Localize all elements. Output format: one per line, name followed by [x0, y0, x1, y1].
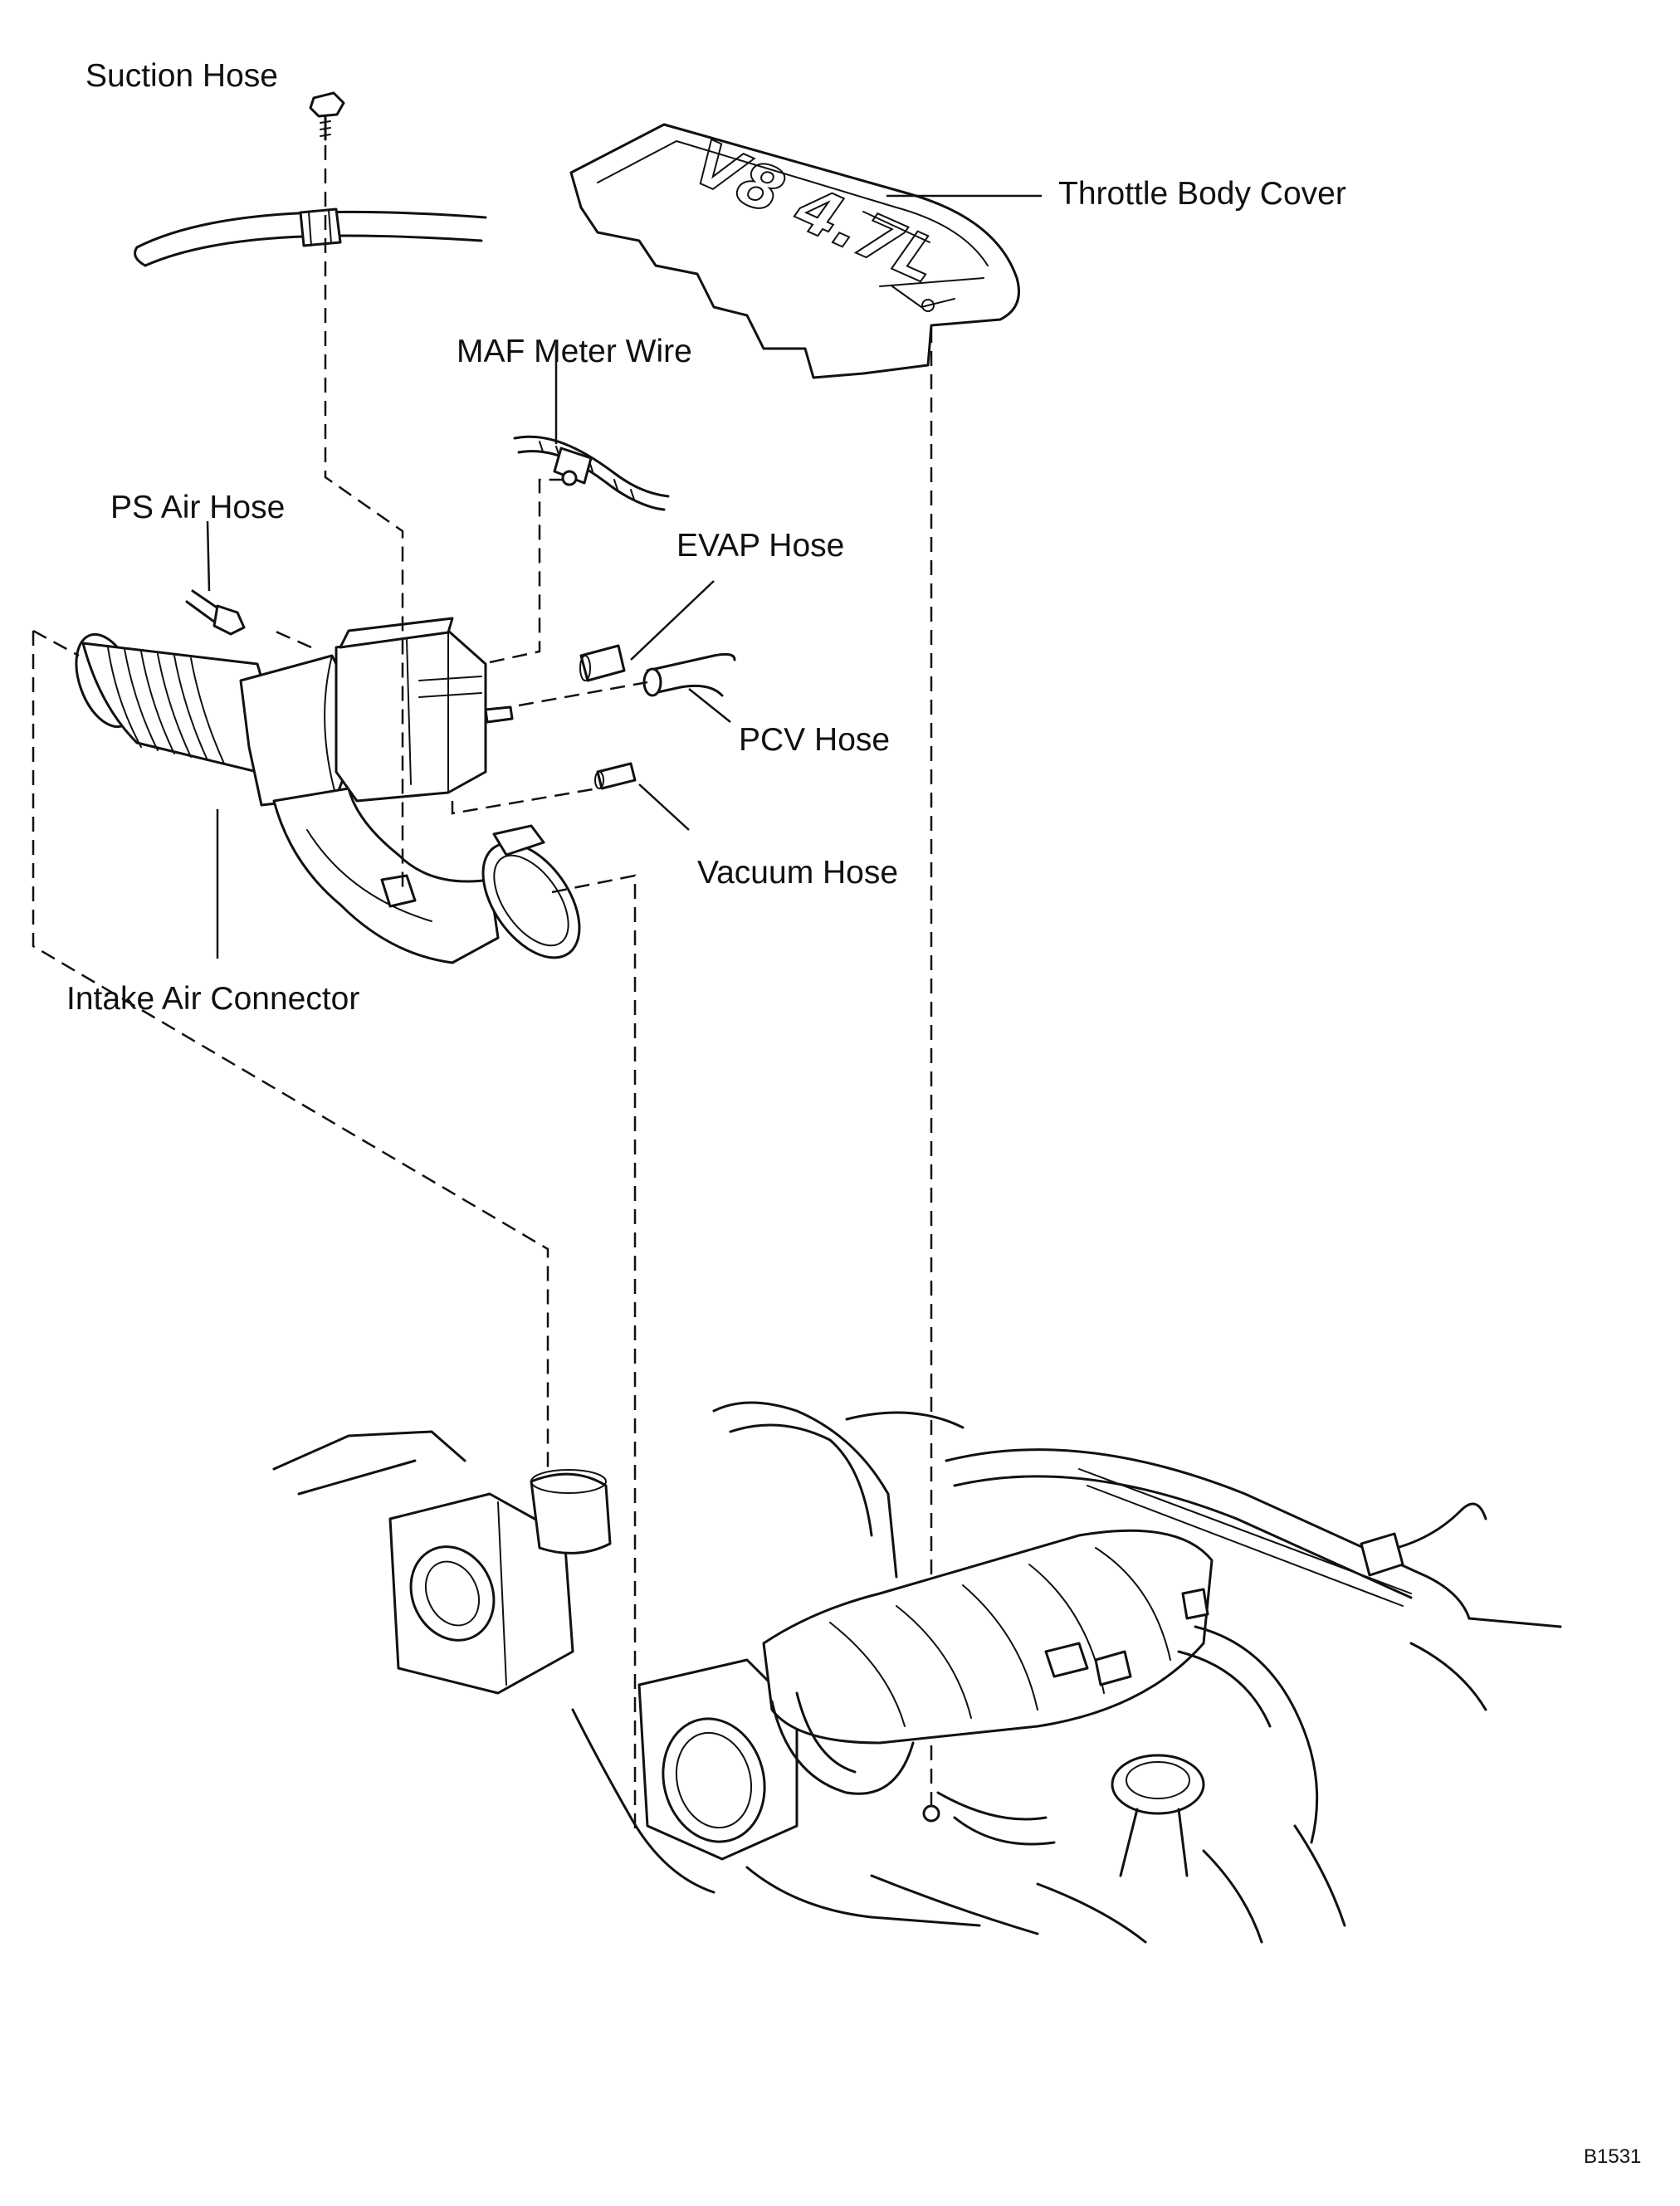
- intake-air-connector: [75, 632, 581, 964]
- throttle-body-cover-label: Throttle Body Cover: [1058, 176, 1346, 212]
- clamp-bolt: [309, 91, 345, 141]
- ps-air-hose: [185, 589, 246, 636]
- suction-hose-label: Suction Hose: [85, 58, 278, 94]
- maf-meter-wire-label: MAF Meter Wire: [457, 334, 692, 369]
- figure-code: B1531: [1584, 2145, 1642, 2168]
- maf-meter-wire: [513, 435, 670, 511]
- vacuum-hose-label: Vacuum Hose: [697, 855, 899, 891]
- engine-assembly: [272, 1401, 1562, 1944]
- intake-air-connector-label: Intake Air Connector: [66, 981, 360, 1017]
- pcv-hose-label: PCV Hose: [739, 722, 891, 758]
- evap-hose: [579, 644, 626, 682]
- maf-meter: [335, 617, 514, 803]
- evap-hose-label: EVAP Hose: [676, 528, 845, 564]
- suction-hose: [134, 207, 487, 267]
- ps-air-hose-label: PS Air Hose: [110, 490, 286, 525]
- vacuum-hose: [594, 762, 637, 790]
- alignment-lines: [32, 145, 933, 1834]
